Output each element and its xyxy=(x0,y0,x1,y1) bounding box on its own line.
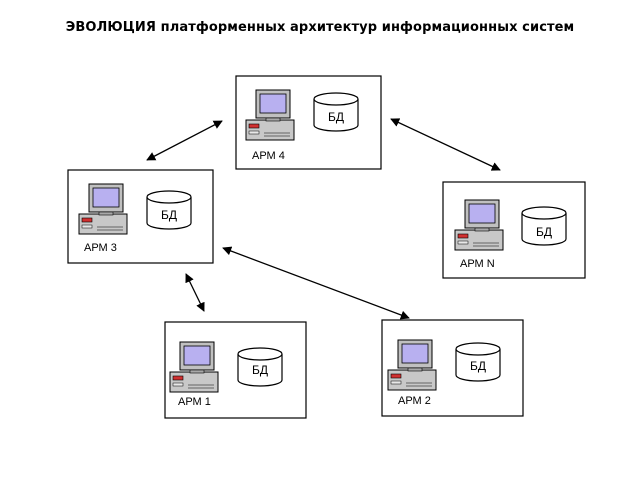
workstation-icon xyxy=(454,199,504,251)
link-arm4-armn xyxy=(390,118,501,171)
node-label: АРМ 2 xyxy=(398,395,431,407)
db-label: БД xyxy=(161,208,177,222)
db-label: БД xyxy=(536,225,552,239)
workstation-icon xyxy=(169,341,219,393)
node-arm4: БД АРМ 4 xyxy=(235,75,382,170)
node-armn: БД АРМ N xyxy=(442,181,586,279)
node-label: АРМ 3 xyxy=(84,242,117,254)
db-label: БД xyxy=(252,363,268,377)
node-box xyxy=(381,319,524,417)
db-label: БД xyxy=(470,359,486,373)
node-label: АРМ N xyxy=(460,258,495,270)
link-arm3-arm1 xyxy=(185,273,205,312)
link-arm3-arm2 xyxy=(222,246,410,320)
node-box xyxy=(235,75,382,170)
node-arm3: БД АРМ 3 xyxy=(67,169,214,264)
db-label: БД xyxy=(328,110,344,124)
node-box xyxy=(67,169,214,264)
node-label: АРМ 1 xyxy=(178,396,211,408)
slide-title: ЭВОЛЮЦИЯ платформенных архитектур информ… xyxy=(65,20,575,35)
node-arm2: БД АРМ 2 xyxy=(381,319,524,417)
workstation-icon xyxy=(245,89,295,141)
node-label: АРМ 4 xyxy=(252,150,285,162)
node-box xyxy=(164,321,307,419)
link-arm3-arm4 xyxy=(146,120,223,161)
node-box xyxy=(442,181,586,279)
node-arm1: БД АРМ 1 xyxy=(164,321,307,419)
workstation-icon xyxy=(78,183,128,235)
workstation-icon xyxy=(387,339,437,391)
